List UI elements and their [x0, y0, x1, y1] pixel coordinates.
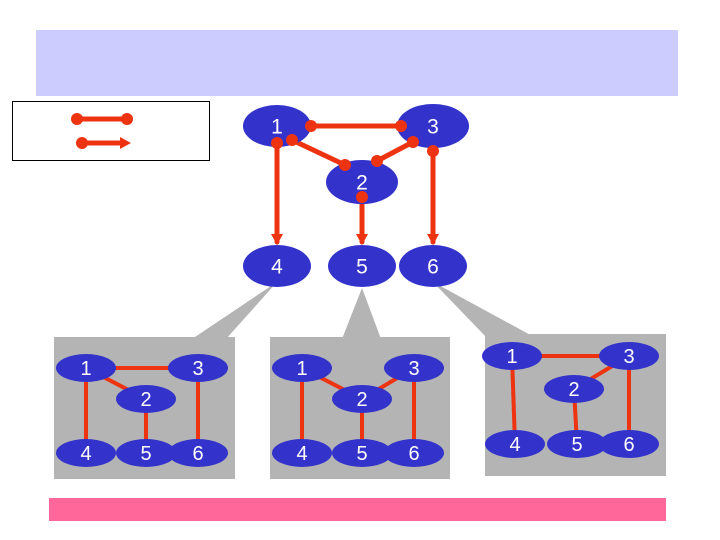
node-6: 6	[399, 245, 467, 287]
node-shape	[56, 439, 116, 467]
node-shape	[599, 342, 659, 370]
panel-node-2: 2	[544, 375, 604, 403]
edge-endpoint	[371, 155, 383, 167]
edge-endpoint	[407, 136, 419, 148]
panel-node-4: 4	[272, 439, 332, 467]
edge-n1-n2	[289, 137, 348, 168]
node-5: 5	[328, 245, 396, 287]
node-shape	[485, 430, 545, 458]
node-shape	[547, 430, 607, 458]
legend-endpoint	[76, 137, 88, 149]
node-label: 1	[80, 358, 91, 380]
footer-band	[49, 498, 666, 521]
panel-node-4: 4	[56, 439, 116, 467]
node-shape	[116, 385, 176, 413]
bidirectional-link-icon	[71, 113, 133, 125]
node-label: 6	[623, 434, 634, 456]
node-label: 3	[408, 358, 419, 380]
node-label: 4	[80, 443, 91, 465]
node-shape	[544, 375, 604, 403]
node-label: 3	[192, 358, 203, 380]
panel-node-3: 3	[168, 354, 228, 382]
node-label: 3	[623, 346, 634, 368]
node-label: 4	[271, 256, 283, 279]
node-shape	[56, 354, 116, 382]
node-shape	[399, 245, 467, 287]
node-shape	[328, 245, 396, 287]
node-label: 2	[356, 172, 368, 195]
panel-node-5: 5	[547, 430, 607, 458]
edge-endpoint	[271, 137, 283, 149]
zoom-callout	[342, 288, 381, 339]
node-shape	[384, 439, 444, 467]
zoom-callout	[192, 282, 277, 339]
edge-arrowhead	[356, 234, 368, 245]
panel-node-5: 5	[332, 439, 392, 467]
panel-edge-p1-p4	[510, 354, 517, 446]
node-shape	[326, 160, 398, 204]
node-label: 5	[571, 434, 582, 456]
node-label: 5	[356, 443, 367, 465]
node-label: 4	[296, 443, 307, 465]
node-shape	[272, 354, 332, 382]
edge-endpoint	[286, 134, 298, 146]
edge-endpoint	[339, 159, 351, 171]
node-shape	[168, 439, 228, 467]
panel-node-1: 1	[482, 342, 542, 370]
node-label: 4	[509, 434, 520, 456]
panel-node-5: 5	[116, 439, 176, 467]
node-label: 6	[427, 256, 439, 279]
panel-node-1: 1	[56, 354, 116, 382]
panel-node-6: 6	[168, 439, 228, 467]
node-label: 5	[140, 443, 151, 465]
node-shape	[332, 439, 392, 467]
node-label: 1	[271, 116, 283, 139]
endpoint-layer	[271, 120, 439, 203]
panel-node-3: 3	[599, 342, 659, 370]
panel-node-3: 3	[384, 354, 444, 382]
node-shape	[116, 439, 176, 467]
node-shape	[482, 342, 542, 370]
node-shape	[332, 385, 392, 413]
panel-node-6: 6	[384, 439, 444, 467]
legend-endpoint	[121, 113, 133, 125]
node-label: 2	[140, 389, 151, 411]
edge-arrowhead	[427, 234, 439, 245]
node-label: 3	[427, 116, 439, 139]
edge-endpoint	[356, 191, 368, 203]
node-shape	[272, 439, 332, 467]
edge-endpoint	[395, 120, 407, 132]
node-shape	[243, 245, 311, 287]
node-label: 2	[356, 389, 367, 411]
zoom-callout	[433, 282, 536, 338]
edge-endpoint	[305, 120, 317, 132]
directed-link-icon	[76, 137, 131, 149]
panel-node-6: 6	[599, 430, 659, 458]
node-shape	[384, 354, 444, 382]
title-band	[36, 30, 678, 96]
legend-box	[12, 101, 210, 161]
panel-node-1: 1	[272, 354, 332, 382]
node-label: 5	[356, 256, 368, 279]
node-shape	[599, 430, 659, 458]
node-label: 2	[568, 379, 579, 401]
panel-node-2: 2	[332, 385, 392, 413]
node-label: 1	[506, 346, 517, 368]
panel-node-2: 2	[116, 385, 176, 413]
panel-node-4: 4	[485, 430, 545, 458]
edge-arrowhead	[271, 234, 283, 245]
edge-n3-n2	[374, 139, 416, 164]
legend-icons	[71, 113, 133, 149]
edge-endpoint	[427, 145, 439, 157]
node-2: 2	[326, 160, 398, 204]
node-layer: 1 3 2 4 5 6 1 3 2 4 5 6 1 3 2 4 5 6 1 3 2 4 5 6	[56, 104, 659, 467]
legend-endpoint	[71, 113, 83, 125]
node-label: 6	[408, 443, 419, 465]
node-4: 4	[243, 245, 311, 287]
node-shape	[168, 354, 228, 382]
legend-arrowhead	[120, 137, 131, 149]
node-label: 1	[296, 358, 307, 380]
node-label: 6	[192, 443, 203, 465]
